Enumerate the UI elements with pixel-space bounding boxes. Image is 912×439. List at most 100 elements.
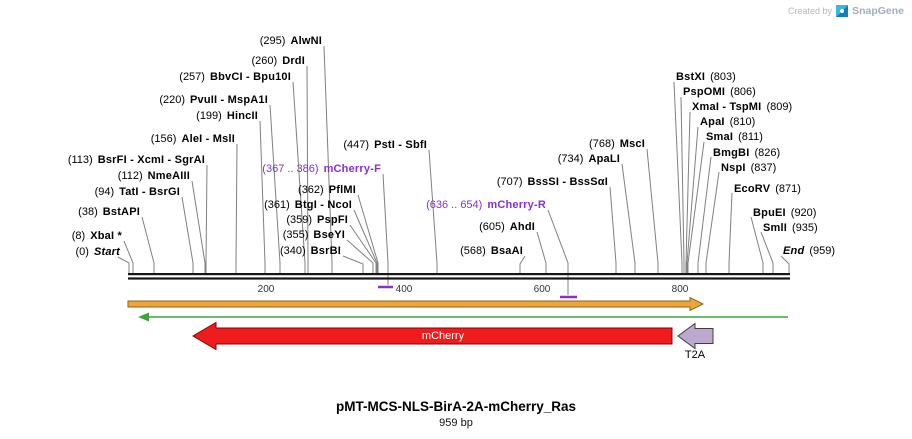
site-pos: (568) [460, 245, 486, 257]
site-name: NspI [721, 162, 746, 174]
site-label-bsssi[interactable]: (707)BssSI - BssSαI [497, 176, 608, 189]
site-label-bstapi[interactable]: (38)BstAPI [78, 206, 140, 219]
site-pos: (156) [150, 133, 177, 145]
snapgene-watermark: Created by SnapGene [788, 5, 904, 17]
site-name: BsaAI [490, 245, 523, 257]
connector-bsssi [609, 186, 617, 273]
connector-tati [181, 196, 194, 273]
site-label-bmgbi[interactable]: BmgBI (826) [713, 147, 780, 160]
connector-pspomi [680, 96, 685, 273]
ruler-tick-800: 800 [671, 284, 689, 295]
connector-drdi [306, 65, 309, 273]
site-pos: (220) [159, 94, 186, 106]
connector-pspfi [349, 224, 377, 273]
site-pos: (362) [298, 184, 324, 196]
site-label-alwni[interactable]: (295) AlwNI [260, 35, 322, 48]
site-name: BsrFI - XcmI - SgrAI [97, 154, 205, 166]
connector-pflmi [357, 194, 379, 273]
connector-bsaai [519, 255, 526, 273]
created-by-text: Created by [788, 6, 833, 16]
site-name: PspFI [317, 214, 348, 226]
snapgene-logo-icon [836, 5, 849, 17]
site-name: AlwNI [290, 35, 322, 47]
connector-ahdi [536, 231, 547, 273]
site-pos: (8) [71, 230, 86, 242]
site-label-bbvci-bpu10i[interactable]: (257)BbvCI - Bpu10I [179, 71, 291, 84]
site-pos: (361) [264, 199, 290, 211]
site-label-pspomi[interactable]: PspOMI(806) [683, 86, 756, 99]
ruler-tick-200: 200 [257, 284, 275, 295]
site-pos: (113) [67, 154, 93, 166]
primer-label-mcherry-f[interactable]: (367 .. 386)mCherry-F [262, 163, 381, 176]
site-label-nmeaiii[interactable]: (112)NmeAIII [118, 170, 190, 183]
site-pos: (811) [738, 131, 763, 143]
site-name: PvuII - MspA1I [190, 94, 268, 106]
orf-arrow[interactable] [127, 296, 705, 312]
site-pos: (920) [790, 207, 817, 219]
site-pos: (826) [754, 147, 781, 159]
t2a-feature-arrow[interactable] [677, 322, 714, 350]
site-label-apai[interactable]: ApaI(810) [700, 116, 755, 129]
site-pos: (935) [792, 222, 818, 234]
site-name: XmaI - TspMI [692, 101, 762, 113]
site-label-bstxi[interactable]: BstXI(803) [676, 71, 736, 84]
site-label-bsrfi-xcmi-sgrai[interactable]: (113) BsrFI - XcmI - SgrAI [68, 154, 205, 167]
reverse-strand-arrow[interactable] [138, 312, 788, 322]
site-pos: (810) [729, 116, 756, 128]
site-label-hincii[interactable]: (199) HincII [196, 110, 258, 123]
primer-range: (636 .. 654) [426, 199, 483, 211]
site-label-ecorv[interactable]: EcoRV(871) [734, 183, 801, 196]
site-label-bsaai[interactable]: (568) BsaAI [460, 245, 523, 258]
site-name: BssSI - BssSαI [527, 176, 608, 188]
site-name: HincII [226, 110, 258, 122]
site-name: BseYI [313, 229, 345, 241]
site-label-xmai-tspmi[interactable]: XmaI - TspMI(809) [692, 101, 792, 114]
site-pos: (295) [259, 35, 286, 47]
connector-psti [428, 149, 438, 273]
site-label-smai[interactable]: SmaI (811) [706, 131, 763, 144]
mcherry-feature-label: mCherry [421, 330, 465, 342]
site-pos: (447) [343, 139, 370, 151]
connector-pvuii [269, 104, 281, 273]
site-pos: (0) [75, 246, 89, 258]
site-label-start[interactable]: (0) Start [75, 246, 120, 259]
connector-nmeaiii [191, 180, 206, 273]
site-label-alei-msli[interactable]: (156) AleI - MslI [151, 133, 235, 146]
site-name: AleI - MslI [181, 133, 235, 145]
site-label-pvuii-mspa1i[interactable]: (220) PvuII - MspA1I [159, 94, 268, 107]
primer-label-mcherry-r[interactable]: (636 .. 654)mCherry-R [426, 199, 546, 212]
site-label-end[interactable]: End(959) [783, 245, 835, 258]
site-label-bpuei[interactable]: BpuEI(920) [753, 207, 816, 220]
mcherry-feature-arrow[interactable] [192, 321, 673, 351]
site-label-pspfi[interactable]: (359)PspFI [286, 214, 348, 227]
connector-mcherry-r [547, 209, 569, 295]
primer-name: mCherry-F [323, 163, 381, 175]
site-label-bsrbi[interactable]: (340)BsrBI [280, 245, 341, 258]
connector-bbvci [292, 81, 306, 273]
site-pos: (355) [282, 229, 309, 241]
site-label-pflmi[interactable]: (362)PflMI [298, 184, 356, 197]
site-name: SmaI [706, 131, 734, 143]
site-label-apali[interactable]: (734)ApaLI [558, 153, 620, 166]
site-label-drdi[interactable]: (260)DrdI [252, 55, 306, 68]
sequence-backbone[interactable] [128, 273, 790, 280]
site-pos: (199) [196, 110, 222, 122]
site-label-btgi-ncoi[interactable]: (361)BtgI - NcoI [264, 199, 352, 212]
site-name: BbvCI - Bpu10I [209, 71, 291, 83]
site-label-tati-bsrgi[interactable]: (94)TatI - BsrGI [95, 186, 180, 199]
site-label-msci[interactable]: (768)MscI [589, 138, 645, 151]
connector-btgi [353, 209, 378, 273]
connector-hincii [259, 120, 266, 273]
connector-bpuei [750, 216, 764, 273]
site-label-bseyi[interactable]: (355) BseYI [283, 229, 345, 242]
site-label-nspi[interactable]: NspI(837) [721, 162, 776, 175]
connector-mcherry-f [382, 173, 389, 285]
site-label-smli[interactable]: SmlI(935) [763, 222, 818, 235]
site-name: BmgBI [713, 147, 750, 159]
site-label-xbai[interactable]: (8) XbaI * [72, 230, 122, 243]
site-name: XbaI * [90, 230, 122, 242]
site-label-ahdi[interactable]: (605)AhdI [479, 221, 535, 234]
site-label-psti-sbfi[interactable]: (447)PstI - SbfI [343, 139, 427, 152]
site-name: Start [93, 246, 120, 258]
